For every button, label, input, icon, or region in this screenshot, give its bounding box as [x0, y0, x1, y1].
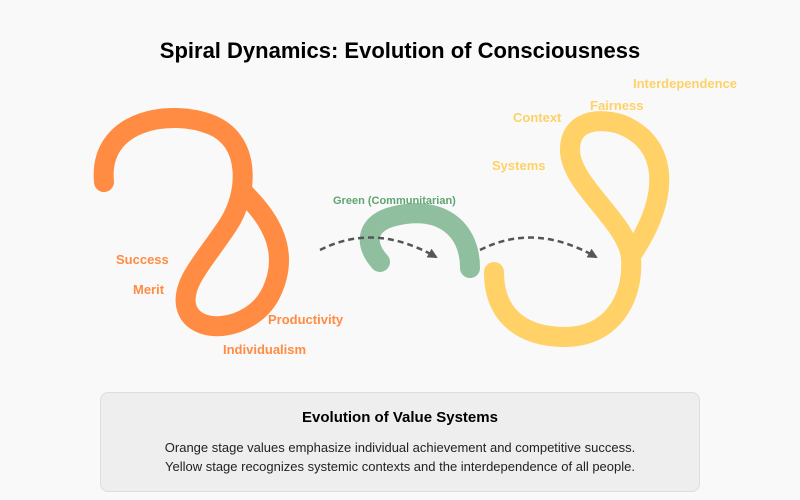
orange-label-merit: Merit	[133, 282, 165, 297]
yellow-label-fairness: Fairness	[590, 98, 643, 113]
info-line-orange: Orange stage values emphasize individual…	[164, 440, 636, 455]
yellow-label-interdependence: Interdependence	[633, 76, 737, 91]
orange-label-individualism: Individualism	[223, 342, 306, 357]
green-stage-label: Green (Communitarian)	[333, 195, 456, 207]
yellow-label-context: Context	[513, 110, 562, 125]
orange-label-success: Success	[116, 252, 169, 267]
arrow-green-to-yellow	[479, 236, 598, 259]
info-line-yellow: Yellow stage recognizes systemic context…	[165, 459, 635, 474]
info-box: Evolution of Value Systems Orange stage …	[100, 392, 700, 492]
diagram-title: Spiral Dynamics: Evolution of Consciousn…	[160, 38, 640, 63]
yellow-label-systems: Systems	[492, 158, 545, 173]
green-arc	[359, 203, 480, 278]
yellow-spiral	[484, 111, 670, 348]
orange-spiral	[93, 108, 289, 337]
arrow-orange-to-green	[319, 236, 438, 259]
orange-label-productivity: Productivity	[268, 312, 344, 327]
info-heading: Evolution of Value Systems	[302, 409, 498, 426]
